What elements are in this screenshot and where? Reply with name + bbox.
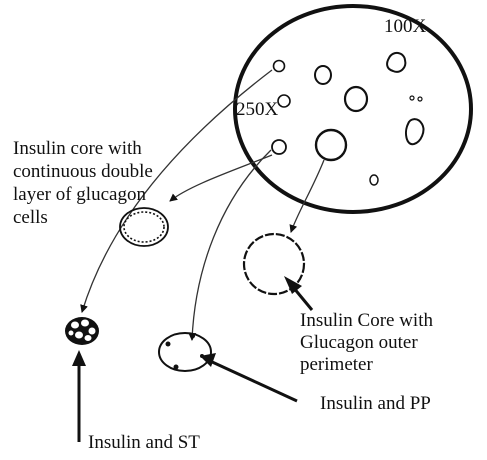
arrow-to-pp-islet	[192, 150, 271, 340]
svg-text:Insulin Core with: Insulin Core with	[300, 310, 433, 331]
svg-text:continuous double: continuous double	[13, 161, 153, 182]
islet-right	[406, 119, 423, 144]
islet-dot-b	[418, 97, 422, 101]
insulin-st-islet	[65, 317, 99, 345]
islet-small-top	[274, 61, 285, 72]
islet-small-mid	[278, 95, 290, 107]
islet-oval	[315, 66, 331, 84]
label-insulin-st: Insulin and ST	[88, 432, 200, 453]
magnification-250x-label: 250X	[236, 99, 279, 120]
insulin-pp-islet	[159, 333, 211, 371]
arrow-to-perimeter-islet	[291, 160, 324, 232]
pointer-arrow-st	[72, 350, 86, 442]
connector-arrows	[82, 70, 324, 340]
islet-medium	[345, 87, 367, 111]
islet-small-left	[272, 140, 286, 154]
arrow-to-continuous-islet	[170, 155, 272, 201]
magnification-100x-label: 100X	[384, 16, 427, 37]
label-outer-perimeter: Insulin Core with Glucagon outer perimet…	[300, 310, 433, 375]
continuous-glucagon-islet	[120, 208, 168, 246]
pointer-arrow-pp	[200, 353, 297, 401]
svg-text:layer of glucagon: layer of glucagon	[13, 184, 146, 205]
label-continuous-glucagon: Insulin core with continuous double laye…	[13, 138, 153, 228]
islet-irregular	[387, 53, 405, 72]
svg-text:cells: cells	[13, 207, 48, 228]
svg-text:Insulin core with: Insulin core with	[13, 138, 142, 159]
svg-text:Glucagon outer: Glucagon outer	[300, 332, 418, 353]
islet-large-inner	[316, 130, 346, 160]
pointer-arrows	[72, 276, 312, 442]
svg-text:perimeter: perimeter	[300, 354, 373, 375]
islet-dot-a	[410, 96, 414, 100]
label-insulin-pp: Insulin and PP	[320, 393, 431, 414]
islet-tiny-bottom	[370, 175, 378, 185]
